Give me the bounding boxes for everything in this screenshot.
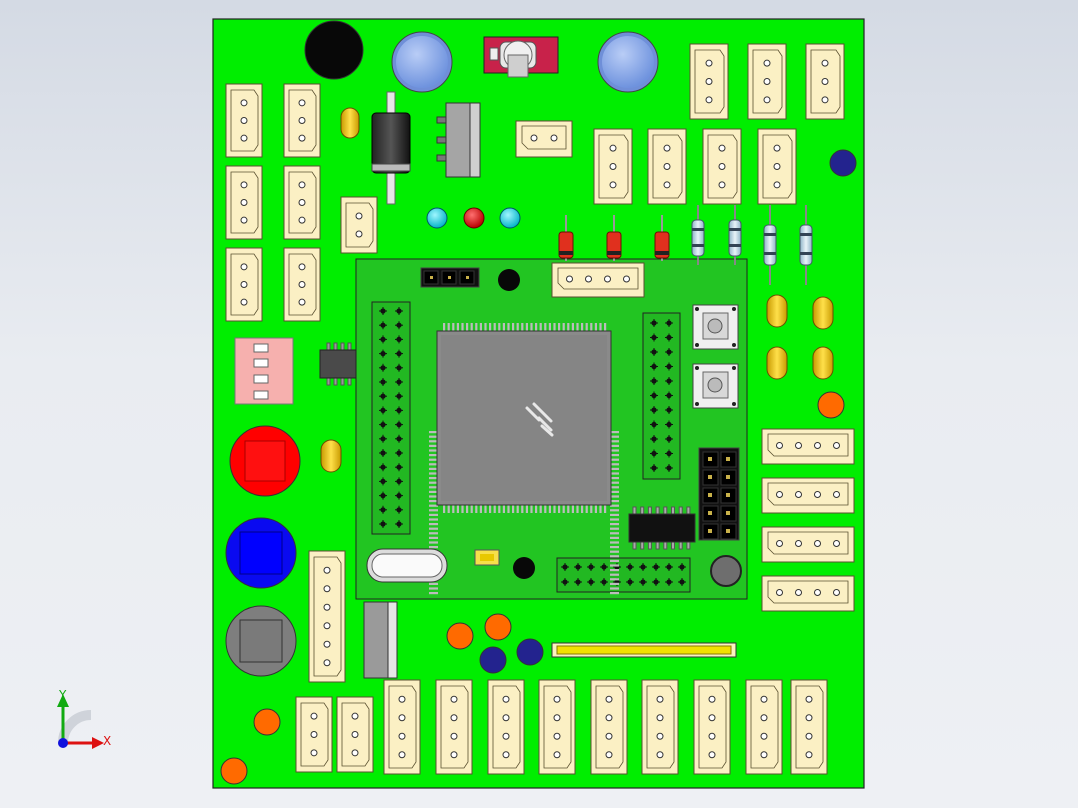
mcu-qfp-chip — [429, 323, 619, 595]
push-button-red — [229, 425, 301, 497]
connector-vertical-2 — [283, 83, 321, 158]
buzzer — [304, 20, 364, 80]
connector-vertical-7 — [689, 43, 729, 120]
push-button-gray — [225, 605, 297, 677]
signal-diodes — [558, 215, 670, 261]
coordinate-triad — [57, 694, 104, 749]
vertical-regulator — [363, 601, 398, 679]
triad-x-label: X — [103, 734, 112, 748]
connector-vertical-16 — [295, 696, 333, 773]
led-red — [463, 207, 485, 229]
connector-vertical-8 — [747, 43, 787, 120]
connector-vertical-26 — [790, 679, 828, 775]
electrolytic-capacitor-top-left — [391, 31, 453, 93]
connector-vertical-10 — [593, 128, 633, 205]
connector-horizontal-2 — [551, 262, 645, 298]
vertical-connectors — [225, 43, 845, 775]
connector-vertical-25 — [745, 679, 783, 775]
connector-vertical-11 — [647, 128, 687, 205]
connector-vertical-23 — [641, 679, 679, 775]
connector-horizontal-4 — [761, 477, 855, 514]
pin-header-black — [698, 447, 740, 541]
gray-capacitor — [710, 555, 742, 587]
soic-chip-right — [628, 506, 696, 550]
electrolytic-capacitor-top-right — [597, 31, 659, 93]
small-capacitors — [220, 149, 857, 785]
connector-vertical-9 — [805, 43, 845, 120]
connector-vertical-14 — [340, 196, 378, 254]
mounting-hole-1 — [498, 269, 520, 291]
connector-vertical-17 — [336, 696, 374, 773]
triad-y-label: Y — [59, 688, 67, 702]
led-cyan-1 — [426, 207, 448, 229]
connector-horizontal-6 — [761, 575, 855, 612]
pin-header-left — [371, 301, 411, 535]
connector-vertical-19 — [435, 679, 473, 775]
dip-switch — [234, 337, 294, 405]
voltage-regulator — [436, 102, 481, 178]
smd-capacitor — [474, 549, 500, 566]
connector-vertical-22 — [590, 679, 628, 775]
connector-vertical-13 — [757, 128, 797, 205]
connector-vertical-18 — [383, 679, 421, 775]
connector-vertical-21 — [538, 679, 576, 775]
long-pin-header — [551, 642, 737, 658]
tactile-switch-2 — [692, 363, 739, 409]
pin-header-bottom — [556, 557, 691, 593]
connector-vertical-4 — [283, 165, 321, 240]
soic-chip-left — [319, 342, 357, 386]
connector-horizontal-3 — [761, 428, 855, 465]
horizontal-connectors — [515, 120, 855, 612]
connector-horizontal-1 — [515, 120, 573, 158]
power-diode — [371, 91, 411, 205]
connector-vertical-6 — [283, 247, 321, 322]
mounting-hole-2 — [513, 557, 535, 579]
connector-vertical-20 — [487, 679, 525, 775]
push-button-blue — [225, 517, 297, 589]
connector-vertical-3 — [225, 165, 263, 240]
tactile-switch-1 — [692, 304, 739, 350]
toggle-switch — [483, 36, 559, 78]
pin-header-right — [642, 312, 681, 480]
resistors — [691, 205, 813, 285]
connector-vertical-1 — [225, 83, 263, 158]
crystal-oscillator — [366, 548, 448, 583]
ceramic-capacitors — [320, 107, 834, 473]
jumper-header-3pin — [420, 267, 480, 288]
led-cyan-2 — [499, 207, 521, 229]
connector-vertical-12 — [702, 128, 742, 205]
connector-vertical-15 — [308, 550, 346, 683]
connector-vertical-24 — [693, 679, 731, 775]
connector-vertical-5 — [225, 247, 263, 322]
connector-horizontal-5 — [761, 526, 855, 563]
